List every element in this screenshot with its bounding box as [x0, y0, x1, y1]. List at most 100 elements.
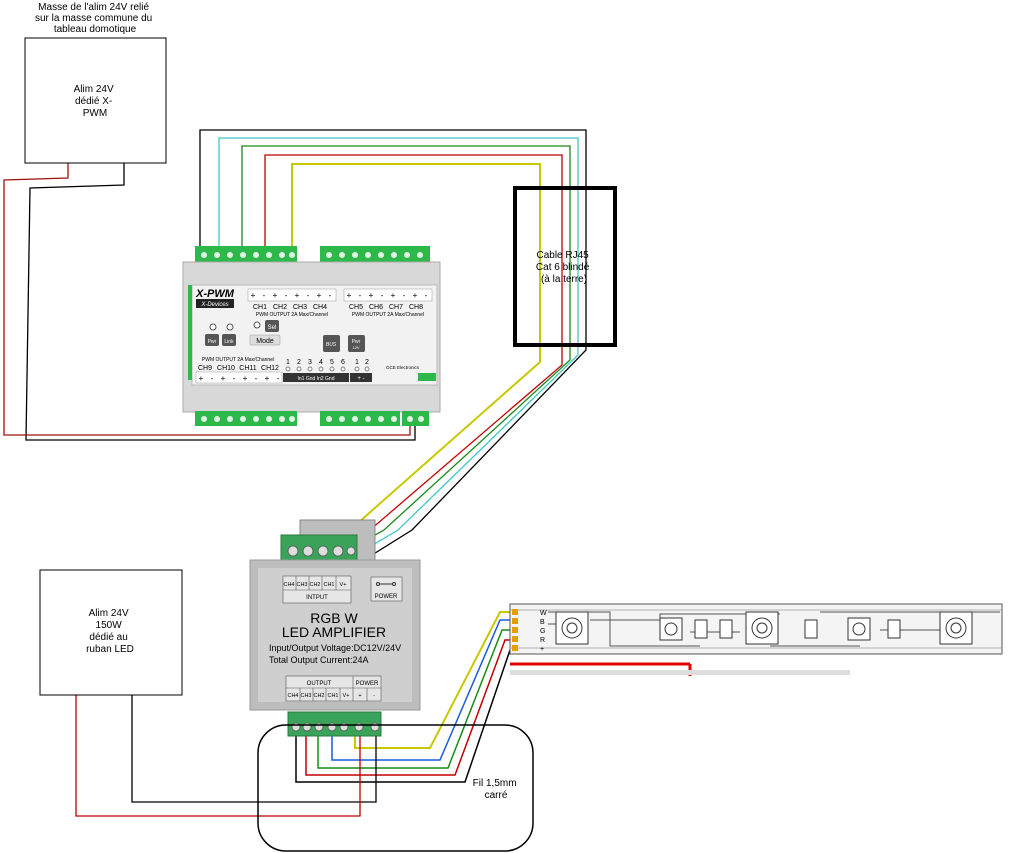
wire-black-top — [199, 129, 587, 556]
svg-text:+: + — [221, 374, 226, 383]
svg-text:CH5: CH5 — [349, 304, 363, 311]
svg-text:4: 4 — [319, 359, 323, 366]
svg-text:CH2: CH2 — [313, 693, 324, 699]
svg-text:-: - — [403, 291, 406, 300]
svg-text:CH4: CH4 — [287, 693, 298, 699]
svg-text:+: + — [243, 374, 248, 383]
rj45-label-1: Cable RJ45 — [536, 250, 589, 261]
svg-text:CH1: CH1 — [253, 304, 267, 311]
xpwm-input-numbers: 1 2 3 4 5 6 1 2 — [286, 359, 369, 366]
svg-text:-: - — [307, 291, 310, 300]
wire-led-psu-black — [131, 695, 377, 803]
svg-text:+: + — [317, 291, 322, 300]
xpwm-top-terminal-right — [320, 246, 430, 262]
sel-button-label: Sel — [268, 325, 277, 331]
svg-text:-: - — [255, 374, 258, 383]
xpwm-bottom-terminal-right — [402, 411, 429, 426]
svg-text:Cable RJ45 Cat 6 blindé: Cable RJ45 Cat 6 blindé (à la terre) — [536, 250, 592, 285]
svg-text:W: W — [540, 610, 547, 617]
xpwm-top-left-caption: PWM OUTPUT 2A Max/Channel — [256, 312, 328, 318]
svg-text:INTPUT: INTPUT — [306, 595, 328, 601]
link-button — [222, 334, 236, 346]
svg-text:CH3: CH3 — [300, 693, 311, 699]
psu-led-label-4: ruban LED — [86, 644, 134, 655]
svg-text:6: 6 — [341, 359, 345, 366]
xpwm-input-labels: In1 Gnd In2 Gnd — [298, 376, 335, 382]
xpwm-input-band — [283, 373, 349, 382]
svg-text:CH1: CH1 — [323, 582, 334, 588]
svg-text:CH2: CH2 — [273, 304, 287, 311]
svg-text:CH4: CH4 — [313, 304, 327, 311]
svg-text:+: + — [391, 291, 396, 300]
xpwm-bottom-signs: + - + - + - + - — [195, 371, 283, 384]
xpwm-maker-band — [418, 373, 436, 381]
svg-text:B: B — [540, 619, 545, 626]
psu-led-label-3: dédié au — [89, 632, 127, 643]
link-led-icon — [226, 323, 234, 331]
xpwm-power-band — [350, 373, 372, 382]
wire-note-2: carré — [485, 790, 508, 801]
psu-note-1: Masse de l'alim 24V relié — [38, 2, 149, 13]
svg-text:-: - — [263, 291, 266, 300]
led-psu-wires — [75, 695, 377, 817]
rj45-label-3: (à la terre) — [541, 274, 587, 285]
svg-text:+: + — [413, 291, 418, 300]
xpwm-bottom-terminal-mid — [320, 411, 400, 426]
amp-power-label-block: POWER — [370, 576, 403, 602]
svg-text:+: + — [273, 291, 278, 300]
psu-led-label-2: 150W — [96, 620, 123, 631]
svg-text:5: 5 — [330, 359, 334, 366]
amp-title-1: RGB W — [310, 610, 358, 626]
xpwm-top-left-channels: CH1 CH2 CH3 CH4 — [253, 304, 327, 311]
strip-partial-text — [510, 670, 850, 675]
xpwm-green-stripe — [188, 285, 192, 380]
svg-text:CH8: CH8 — [409, 304, 423, 311]
svg-text:2: 2 — [297, 359, 301, 366]
svg-text:2: 2 — [365, 359, 369, 366]
strip-pads: W B G R + — [512, 609, 547, 653]
xpwm-bottom-terminal-left — [195, 411, 297, 426]
wire-note-1: Fil 1,5mm — [473, 778, 517, 789]
led-strip: W B G R + — [509, 603, 1003, 676]
wire-out-black-v — [295, 649, 511, 783]
svg-text:Alim 24V dédié X- PWM: Alim 24V dédié X- PWM — [74, 84, 117, 119]
svg-text:CH1: CH1 — [327, 693, 338, 699]
bus-label: BUS — [326, 342, 337, 348]
mode-button — [249, 334, 281, 346]
psu-xpwm-label-1: Alim 24V — [74, 84, 114, 95]
xpwm-top-right-channels: CH5 CH6 CH7 CH8 — [349, 304, 423, 311]
svg-text:CH10: CH10 — [217, 365, 235, 372]
sel-led-icon — [253, 321, 261, 329]
svg-text:-: - — [285, 291, 288, 300]
svg-text:-: - — [277, 374, 280, 383]
amp-spec-1: Input/Output Voltage:DC12V/24V — [269, 643, 401, 653]
pwr-connector-label: Pwr — [352, 339, 361, 345]
svg-text:+: + — [295, 291, 300, 300]
svg-text:CH11: CH11 — [239, 365, 256, 372]
xpwm-device: X-PWM X-Devices + - + - + - + - CH1 CH2 … — [182, 246, 441, 426]
psu-xpwm-box — [24, 37, 167, 164]
xpwm-bottom-channels: CH9 CH10 CH11 CH12 — [198, 365, 279, 372]
psu-led-box — [39, 569, 183, 696]
amp-title-2: LED AMPLIFIER — [282, 624, 386, 640]
wire-out-green — [317, 629, 510, 769]
svg-text:POWER: POWER — [375, 594, 398, 600]
bus-connector — [323, 335, 340, 352]
rj45-label-2: Cat 6 blindé — [536, 262, 590, 273]
svg-text:CH12: CH12 — [261, 365, 279, 372]
xpwm-psu-wires — [3, 163, 416, 441]
xpwm-top-right-signs: + - + - + - + - — [343, 288, 433, 302]
psu-xpwm-label-2: dédié X- — [75, 96, 112, 107]
svg-text:Fil 1,5mm carré: Fil 1,5mm carré — [473, 778, 520, 801]
xpwm-top-right-caption: PWM OUTPUT 2A Max/Channel — [352, 312, 424, 318]
pwr-button — [205, 334, 219, 346]
amp-input-label-block: CH4 CH3 CH2 CH1 V+ INTPUT — [282, 575, 352, 604]
svg-text:+: + — [265, 374, 270, 383]
svg-text:3: 3 — [308, 359, 312, 366]
svg-text:1: 1 — [355, 359, 359, 366]
psu-led-label-1: Alim 24V — [89, 608, 129, 619]
svg-text:Masse de l'alim 24V relié: Masse de l'alim 24V relié sur la masse c… — [35, 2, 155, 35]
wire-psu-black — [25, 163, 416, 441]
mode-button-label: Mode — [256, 338, 274, 345]
svg-text:V+: V+ — [343, 693, 350, 699]
